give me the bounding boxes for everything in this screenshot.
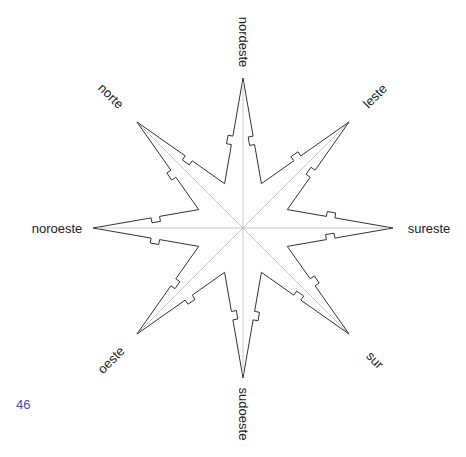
- ray-line: [243, 228, 346, 331]
- direction-label: norte: [96, 81, 126, 111]
- direction-label: noroeste: [32, 222, 83, 235]
- direction-label: nordeste: [237, 17, 250, 68]
- direction-label: leste: [360, 82, 389, 111]
- direction-label: sur: [364, 349, 386, 371]
- ray-line: [243, 125, 346, 228]
- ray-line: [243, 82, 244, 228]
- page-number: 46: [16, 398, 30, 411]
- ray-line: [140, 125, 243, 228]
- ray-line: [243, 228, 244, 374]
- direction-label: oeste: [96, 344, 128, 376]
- ray-line: [140, 228, 243, 331]
- star-outline: [93, 78, 393, 378]
- direction-label: sudoeste: [237, 388, 250, 441]
- ray-line: [97, 228, 243, 229]
- ray-line: [243, 228, 389, 229]
- direction-label: sureste: [408, 222, 451, 235]
